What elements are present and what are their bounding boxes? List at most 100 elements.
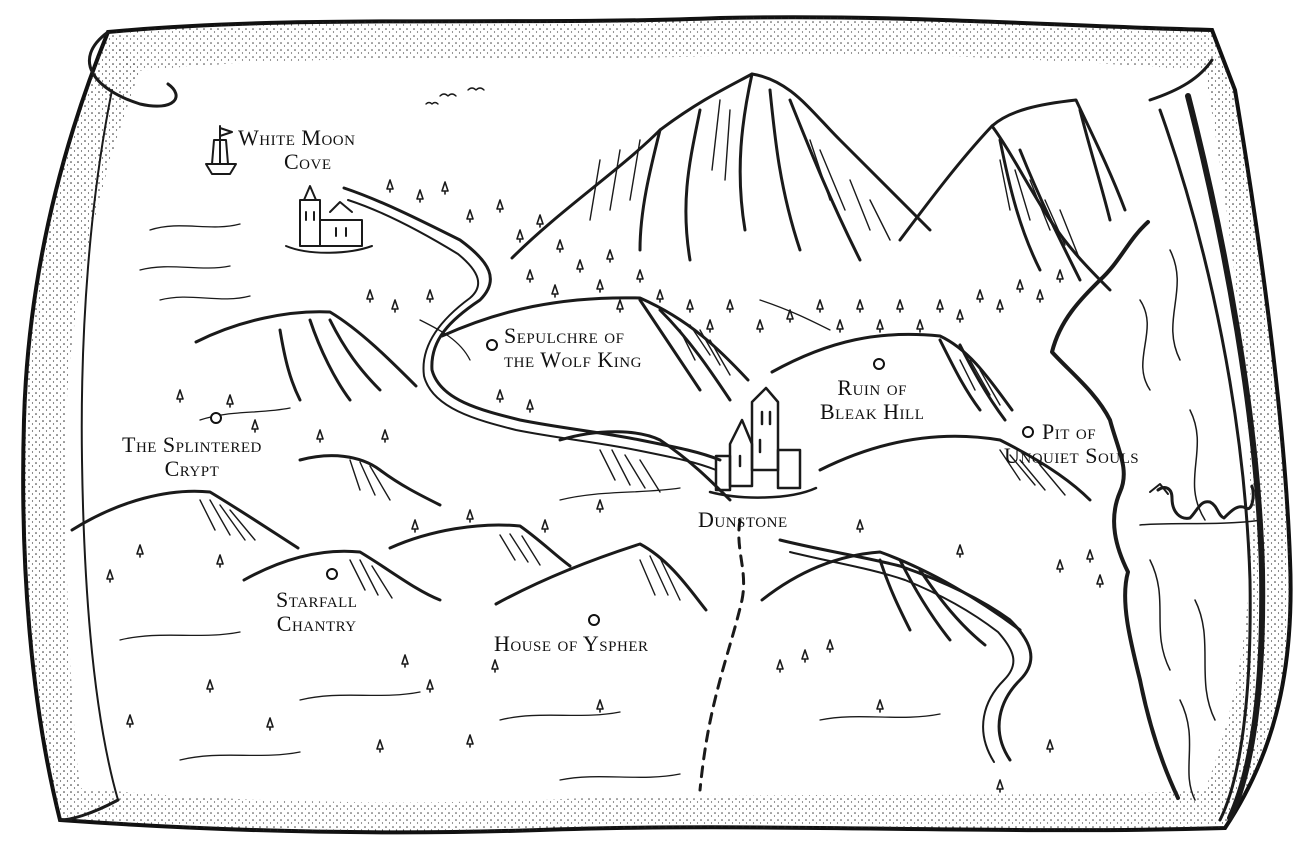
river <box>342 186 1033 763</box>
tree-icon <box>226 394 234 408</box>
tree-icon <box>496 389 504 403</box>
label-line: Ruin of <box>837 375 907 400</box>
tree-icon <box>526 269 534 283</box>
label-pit-unquiet-souls: Pit of Unquiet Souls <box>1004 420 1139 468</box>
tree-icon <box>756 319 764 333</box>
label-line: Crypt <box>164 456 220 481</box>
label-line: White Moon <box>238 125 356 150</box>
hill-hatching <box>199 99 1081 601</box>
tree-icon <box>1096 574 1104 588</box>
tree-icon <box>606 249 614 263</box>
tree-icon <box>416 189 424 203</box>
tree-icon <box>376 739 384 753</box>
label-sepulchre: Sepulchre of the Wolf King <box>504 324 642 372</box>
label-splintered-crypt: The Splintered Crypt <box>122 433 262 481</box>
tree-icon <box>686 299 694 313</box>
tree-icon <box>786 309 794 323</box>
tree-icon <box>576 259 584 273</box>
location-marker-icon <box>873 358 885 370</box>
label-line: Pit of <box>1042 419 1097 444</box>
tree-icon <box>596 699 604 713</box>
tree-icon <box>801 649 809 663</box>
label-ruin-bleak-hill: Ruin of Bleak Hill <box>820 376 924 424</box>
tree-icon <box>1016 279 1024 293</box>
tree-icon <box>266 717 274 731</box>
tree-icon <box>936 299 944 313</box>
tree-icon <box>536 214 544 228</box>
tree-icon <box>706 319 714 333</box>
location-marker-icon <box>486 339 498 351</box>
castle-icon <box>708 386 818 499</box>
tree-icon <box>176 389 184 403</box>
tree-icon <box>1056 269 1064 283</box>
tree-icon <box>656 289 664 303</box>
cove-castle-icon <box>285 185 373 254</box>
tree-icon <box>596 279 604 293</box>
tree-icon <box>401 654 409 668</box>
location-marker-icon <box>588 614 600 626</box>
dashed-road <box>698 518 746 792</box>
tree-icon <box>251 419 259 433</box>
tree-icon <box>816 299 824 313</box>
tree-icon <box>496 199 504 213</box>
tree-icon <box>441 181 449 195</box>
label-line: the Wolf King <box>504 347 642 372</box>
location-marker-icon <box>210 412 222 424</box>
tree-icon <box>996 299 1004 313</box>
location-marker-icon <box>1022 426 1034 438</box>
label-house-ysypher: House of Yspher <box>494 632 649 656</box>
tree-icon <box>426 289 434 303</box>
tree-icon <box>916 319 924 333</box>
label-line: Unquiet Souls <box>1004 443 1140 468</box>
ship-icon <box>205 125 237 175</box>
tree-icon <box>776 659 784 673</box>
tree-icon <box>976 289 984 303</box>
label-line: House of Yspher <box>494 631 649 656</box>
tree-icon <box>126 714 134 728</box>
label-line: Sepulchre of <box>504 323 625 348</box>
tree-icon <box>316 429 324 443</box>
tree-icon <box>1046 739 1054 753</box>
tree-icon <box>956 309 964 323</box>
tree-icon <box>216 554 224 568</box>
tree-icon <box>206 679 214 693</box>
location-marker-icon <box>326 568 338 580</box>
tree-icon <box>366 289 374 303</box>
label-line: Dunstone <box>698 507 788 532</box>
tree-icon <box>1086 549 1094 563</box>
tree-icon <box>856 519 864 533</box>
mountain-range <box>70 72 1127 647</box>
tree-icon <box>541 519 549 533</box>
label-line: Starfall <box>276 587 358 612</box>
tree-icon <box>996 779 1004 793</box>
tree-icon <box>526 399 534 413</box>
tree-icon <box>596 499 604 513</box>
tree-icon <box>466 509 474 523</box>
tree-icon <box>411 519 419 533</box>
label-line: Chantry <box>276 611 357 636</box>
label-white-moon-cove: White Moon Cove <box>238 126 355 174</box>
tree-icon <box>876 319 884 333</box>
tree-icon <box>856 299 864 313</box>
birds <box>425 87 485 105</box>
terrain-lines <box>119 223 941 781</box>
label-line: Cove <box>284 149 332 174</box>
label-line: The Splintered <box>122 432 262 457</box>
tree-icon <box>391 299 399 313</box>
label-line: Bleak Hill <box>820 399 925 424</box>
tree-icon <box>466 209 474 223</box>
tree-icon <box>386 179 394 193</box>
tree-icon <box>381 429 389 443</box>
tree-icon <box>466 734 474 748</box>
sea-serpent-icon <box>1139 483 1263 526</box>
tree-icon <box>551 284 559 298</box>
tree-icon <box>616 299 624 313</box>
tree-icon <box>106 569 114 583</box>
label-dunstone: Dunstone <box>698 508 788 532</box>
tree-icon <box>1036 289 1044 303</box>
tree-icon <box>956 544 964 558</box>
tree-icon <box>516 229 524 243</box>
tree-icon <box>726 299 734 313</box>
